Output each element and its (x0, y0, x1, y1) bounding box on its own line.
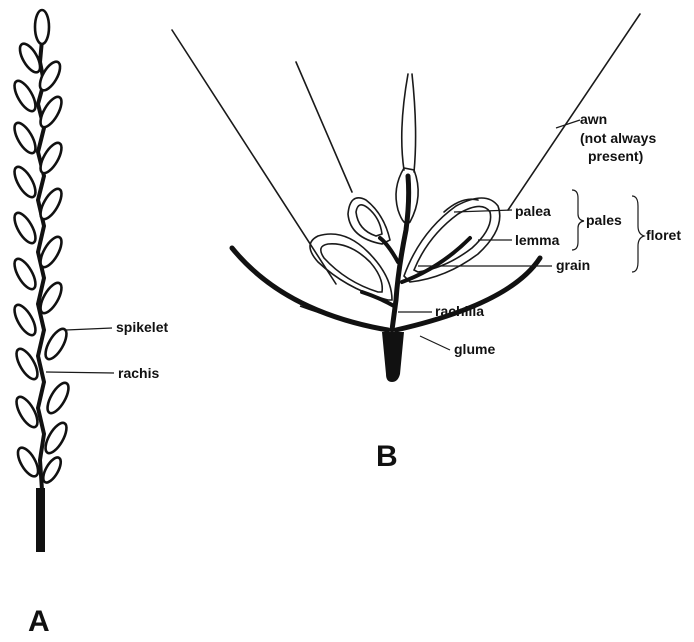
large-left-floret-inner (321, 244, 382, 292)
spikelets (10, 10, 72, 485)
rachilla-branch-right (402, 238, 470, 282)
spikelet (14, 445, 42, 480)
central-awn-line-2 (412, 74, 416, 172)
rachilla-label: rachilla (435, 303, 484, 319)
left-floret-inner (356, 205, 382, 236)
grain-label: grain (556, 257, 590, 273)
glume-label: glume (454, 341, 495, 357)
floret-brace (632, 196, 644, 272)
awn-label-line3: present) (588, 148, 643, 164)
large-right-floret-inner (414, 206, 491, 272)
center-left-awn-line (296, 62, 352, 192)
glume-left (232, 248, 388, 330)
central-awn-line (402, 74, 408, 170)
spikelet (41, 326, 70, 362)
pales-label: pales (586, 212, 622, 228)
spikelet (35, 10, 49, 44)
pales-brace (572, 190, 584, 250)
right-awn-line (508, 14, 640, 210)
rachis-leader-line (46, 372, 114, 373)
awn-label-line1: awn (580, 111, 607, 127)
spikelet (10, 256, 39, 292)
pedicel (382, 332, 404, 382)
rachilla-branch-lowleft (362, 292, 394, 306)
spikelet (41, 420, 70, 456)
lemma-label: lemma (515, 232, 560, 248)
panel-a-spike: spikelet rachis A (10, 10, 168, 637)
glume-leader-line (420, 336, 450, 350)
panel-a-letter: A (28, 605, 50, 637)
left-floret-outer (348, 198, 390, 244)
panel-b-spikelet: awn (not always present) palea lemma gra… (172, 14, 681, 473)
rachilla-branch-left (380, 238, 398, 262)
palea-edge (444, 199, 478, 212)
spikelet (10, 78, 39, 114)
floret-label: floret (646, 227, 681, 243)
left-awn-line (172, 30, 336, 284)
spikelet (40, 455, 64, 485)
awn-label-line2: (not always (580, 130, 656, 146)
palea-label: palea (515, 203, 551, 219)
spikelet (43, 380, 72, 416)
panel-b-letter: B (376, 440, 398, 473)
spikelet (10, 164, 39, 200)
spikelet (10, 120, 39, 156)
spikelet-label: spikelet (116, 319, 168, 335)
rachis-label: rachis (118, 365, 159, 381)
glume-right (396, 258, 540, 330)
spikelet (10, 302, 39, 338)
spikelet-leader-line (66, 328, 112, 330)
spikelet (10, 210, 39, 246)
spike-base (36, 488, 45, 552)
